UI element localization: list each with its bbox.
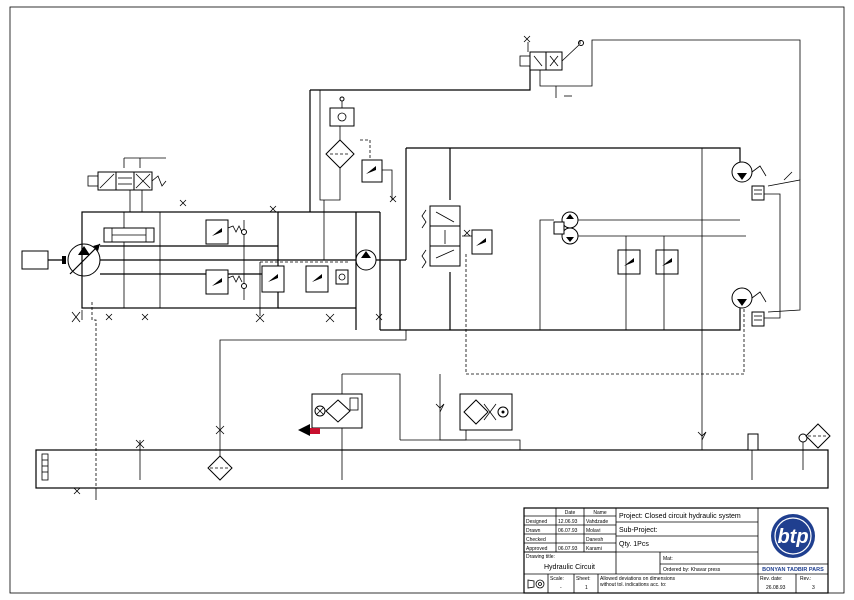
row-designed-label: Designed — [526, 519, 547, 525]
drawing-title: Hydraulic Circuit — [544, 564, 595, 571]
low-pressure-relief — [471, 229, 493, 255]
pilot-directional-valve — [87, 157, 167, 212]
row-approved-name: Karami — [586, 546, 602, 552]
row-drawn-name: Molavi — [586, 528, 600, 534]
tolerance-note-line1: Allowed deviations on dimensions — [600, 576, 676, 582]
sheet-value: 1 — [585, 585, 588, 591]
electric-motor — [21, 250, 49, 270]
company-name: BONYAN TADBIR PARS — [762, 567, 824, 573]
reservoir-tank — [35, 423, 831, 500]
scale-label: Scale: — [550, 576, 564, 582]
hydraulic-motor-1 — [731, 161, 767, 201]
shaft-coupling — [62, 256, 66, 264]
cooler-with-bypass — [298, 393, 363, 436]
schematic — [21, 35, 831, 500]
row-approved-date: 06.07.93 — [558, 546, 578, 552]
row-approved-label: Approved — [526, 546, 548, 552]
rev-date-label: Rev. date: — [760, 576, 782, 582]
quantity: Qty. 1Pcs — [619, 541, 649, 548]
sub-project: Sub-Project: — [619, 527, 658, 534]
col-date-header: Date — [565, 510, 576, 516]
drawing-title-label: Drawing title: — [526, 554, 555, 560]
oil-cooler-fan — [459, 393, 513, 431]
hydraulic-motor-2 — [731, 287, 767, 327]
flow-divider — [553, 211, 579, 245]
drawing-frame — [9, 6, 845, 594]
ordered-by: Ordered by: Khavar press — [663, 567, 721, 573]
flushing-valve — [421, 205, 461, 269]
tolerance-note-line2: without tol. indications acc. to: — [600, 582, 666, 588]
logo-text: btp — [777, 526, 808, 548]
case-drain-line — [91, 302, 97, 490]
main-pump — [67, 243, 101, 277]
row-designed-name: Vahdzade — [586, 519, 608, 525]
relief-valve-2 — [205, 269, 243, 295]
relief-valve-pair — [617, 249, 679, 275]
material: Mat: — [663, 556, 673, 562]
solenoid-valve — [519, 35, 584, 71]
servo-cylinder — [103, 227, 155, 243]
row-checked-name: Danesh — [586, 537, 603, 543]
rev-date-value: 26.08.93 — [766, 585, 786, 591]
relief-valve-1 — [205, 219, 243, 245]
row-drawn-label: Drawn — [526, 528, 541, 534]
title-block: Date Name Designed 12.06.93 Vahdzade Dra… — [523, 507, 829, 594]
charge-pump — [355, 249, 377, 271]
rev-value: 3 — [812, 585, 815, 591]
sheet-label: Sheet: — [576, 576, 590, 582]
scale-value: - — [560, 585, 562, 591]
row-drawn-date: 06.07.93 — [558, 528, 578, 534]
project-title: Project: Closed circuit hydraulic system — [619, 513, 741, 520]
pressure-filter — [325, 96, 383, 183]
row-checked-label: Checked — [526, 537, 546, 543]
suction-filter — [207, 455, 233, 481]
col-name-header: Name — [593, 510, 607, 516]
row-designed-date: 12.06.93 — [558, 519, 578, 525]
pressure-valve-group — [261, 265, 349, 293]
company-logo: btp — [771, 514, 815, 558]
projection-symbol-icon — [527, 579, 545, 589]
rev-label: Rev.: — [800, 576, 811, 582]
